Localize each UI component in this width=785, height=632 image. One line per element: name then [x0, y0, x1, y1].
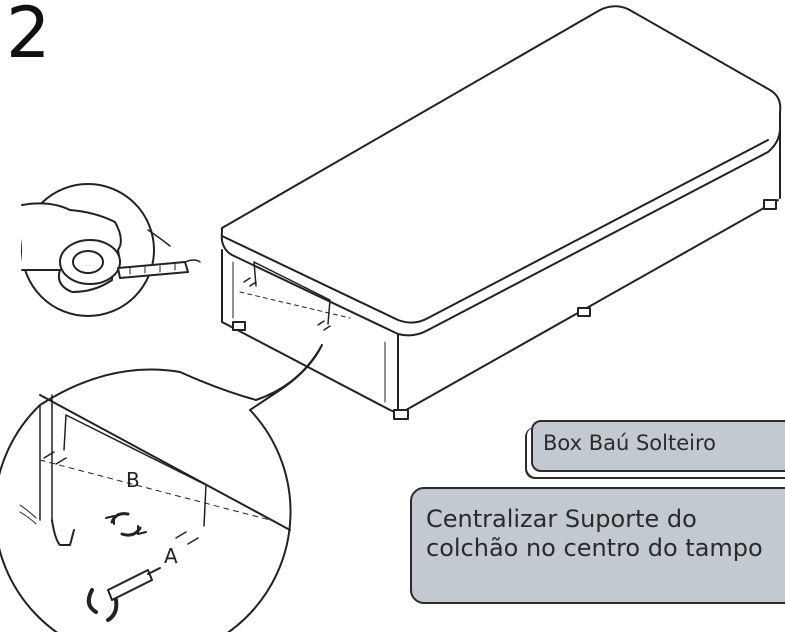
tape-measure-inset — [21, 183, 201, 317]
leader-line — [147, 229, 171, 247]
instruction-line-1: Centralizar Suporte do — [426, 505, 697, 533]
screwdriver-icon — [86, 567, 161, 622]
detail-inset — [0, 344, 323, 632]
instruction-line-2: colchão no centro do tampo — [426, 534, 763, 562]
label-b: B — [126, 468, 140, 492]
step-number: 2 — [6, 0, 51, 74]
bed-base — [220, 5, 782, 420]
product-name: Box Baú Solteiro — [543, 431, 716, 455]
label-a: A — [164, 544, 178, 568]
product-callout: Box Baú Solteiro — [531, 420, 785, 472]
instruction-callout: Centralizar Suporte do colchão no centro… — [410, 487, 785, 604]
